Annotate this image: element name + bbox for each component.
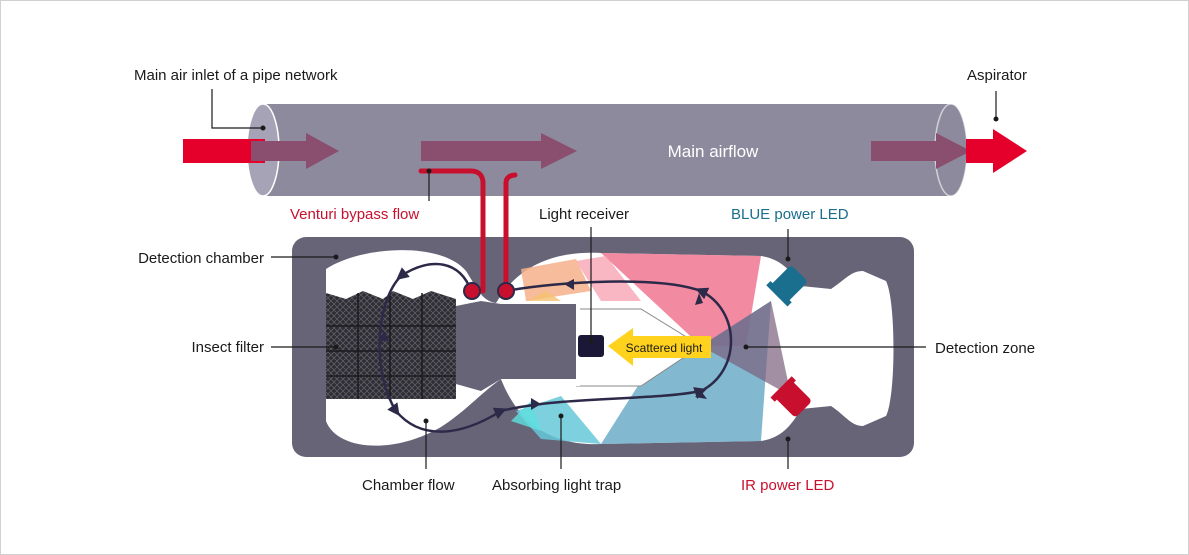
venturi-tubes (418, 168, 518, 294)
scattered-light-label: Scattered light (626, 341, 703, 355)
venturi-ports (463, 282, 515, 300)
light-receiver-icon (578, 335, 604, 357)
blue-led-icon (766, 266, 807, 307)
main-air-inlet-label: Main air inlet of a pipe network (134, 67, 338, 84)
venturi-bypass-flow-label: Venturi bypass flow (290, 206, 419, 223)
outlet-arrow-icon (966, 129, 1027, 173)
ir-led-icon (770, 376, 811, 417)
filter-housing (456, 301, 576, 391)
pipe (246, 103, 968, 197)
insect-filter (326, 291, 456, 399)
detection-chamber-label: Detection chamber (138, 250, 264, 267)
callout-dots (260, 116, 999, 442)
aspirator-label: Aspirator (967, 67, 1027, 84)
callout-lines (211, 89, 997, 469)
chamber-flow-label: Chamber flow (362, 477, 455, 494)
flow-arrowheads (379, 279, 707, 410)
absorbing-light-trap-label: Absorbing light trap (492, 477, 621, 494)
scattered-light-arrow (608, 328, 711, 366)
ir-power-led-label: IR power LED (741, 477, 835, 494)
blue-power-led-label: BLUE power LED (731, 206, 849, 223)
insect-filter-label: Insect filter (191, 339, 264, 356)
main-airflow-label: Main airflow (668, 142, 759, 161)
light-receiver-label: Light receiver (539, 206, 629, 223)
detection-zone-label: Detection zone (935, 340, 1035, 357)
pipe-airflow-arrows (251, 133, 971, 169)
